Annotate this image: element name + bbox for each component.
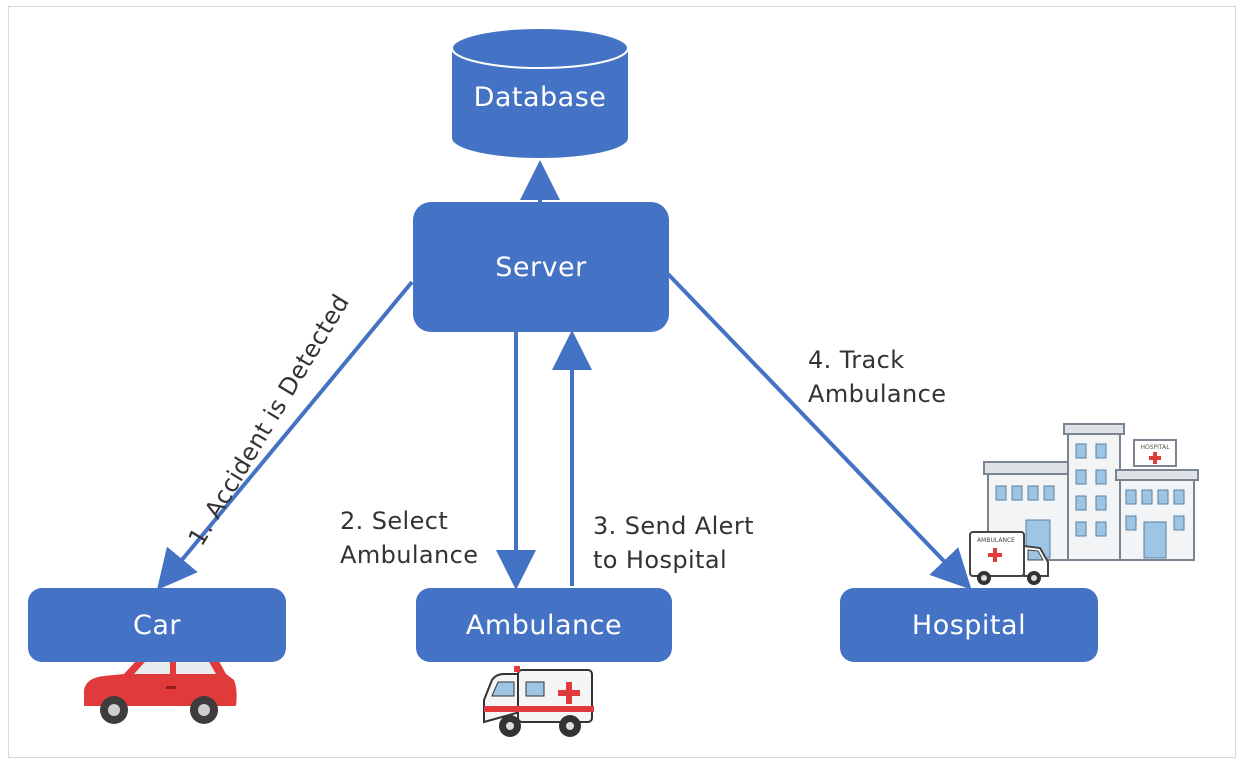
server-node-label: Server bbox=[495, 251, 587, 283]
hospital-sign-text: HOSPITAL bbox=[1140, 444, 1170, 451]
diagram-frame bbox=[8, 6, 1236, 758]
ambulance-icon bbox=[483, 666, 594, 737]
car-node-label: Car bbox=[133, 609, 181, 641]
edge-label-track-line2: Ambulance bbox=[808, 380, 947, 408]
edge-label-select-ambulance: 2. Select Ambulance bbox=[340, 504, 478, 572]
edge-label-alert-line1: 3. Send Alert bbox=[593, 512, 754, 540]
edge-label-alert-line2: to Hospital bbox=[593, 546, 728, 574]
hospital-node-label: Hospital bbox=[911, 609, 1027, 641]
ambulance-node: Ambulance bbox=[416, 588, 672, 662]
edge-label-track-ambulance: 4. Track Ambulance bbox=[808, 343, 946, 411]
edge-label-select-line1: 2. Select bbox=[340, 507, 449, 535]
hospital-node: Hospital bbox=[840, 588, 1098, 662]
hospital-building-icon: HOSPITAL bbox=[983, 423, 1199, 561]
edge-label-select-line2: Ambulance bbox=[340, 541, 479, 569]
database-cylinder bbox=[451, 27, 629, 158]
ambulance-van-icon: AMBULANCE bbox=[969, 531, 1049, 585]
car-node: Car bbox=[28, 588, 286, 662]
edge-label-track-line1: 4. Track bbox=[808, 346, 905, 374]
ambulance-van-text: AMBULANCE bbox=[977, 537, 1015, 544]
database-node-label: Database bbox=[473, 82, 607, 113]
arrow-server-to-hospital bbox=[666, 272, 972, 590]
server-node: Server bbox=[413, 202, 669, 332]
edge-label-send-alert: 3. Send Alert to Hospital bbox=[593, 509, 754, 577]
arrow-server-to-car bbox=[156, 280, 414, 591]
ambulance-node-label: Ambulance bbox=[465, 609, 623, 641]
